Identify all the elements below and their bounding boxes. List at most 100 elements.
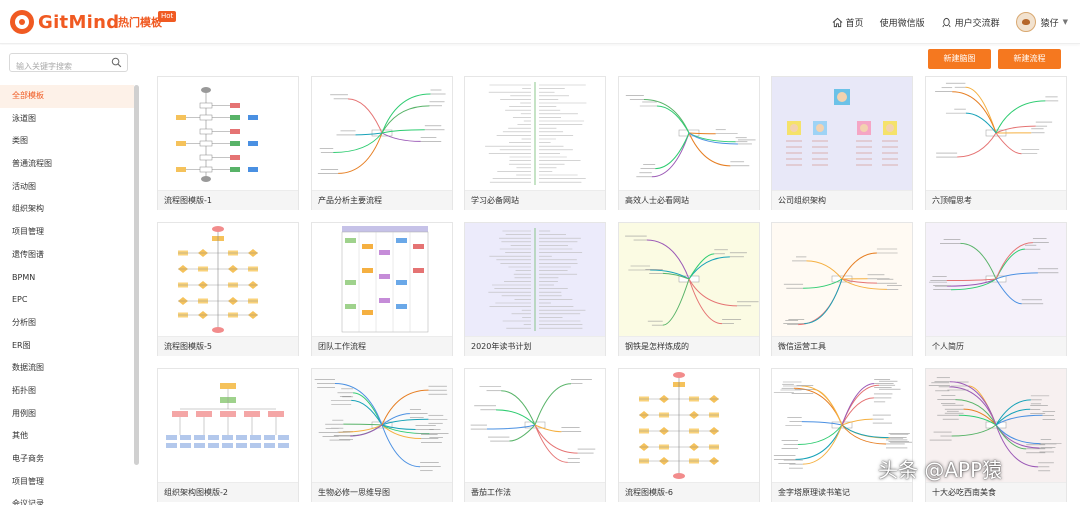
template-thumbnail	[619, 77, 759, 190]
sidebar-category-item[interactable]: EPC	[12, 295, 28, 305]
template-card[interactable]: 钢铁是怎样炼成的	[618, 222, 760, 356]
template-preview-diagram	[312, 369, 452, 482]
template-title: 流程图模版-6	[619, 482, 759, 502]
template-thumbnail	[312, 369, 452, 482]
template-title: 六顶帽思考	[926, 190, 1066, 210]
template-preview-diagram	[465, 77, 605, 190]
sidebar-category-item[interactable]: ER图	[12, 340, 31, 350]
template-preview-diagram	[926, 369, 1066, 482]
template-preview-diagram	[158, 223, 298, 336]
template-card[interactable]: 组织架构图模版-2	[157, 368, 299, 502]
sidebar-category-item[interactable]: BPMN	[12, 272, 36, 282]
template-card[interactable]: 学习必备网站	[464, 76, 606, 210]
hot-templates-link[interactable]: 热门模板	[118, 16, 162, 29]
template-preview-diagram	[619, 77, 759, 190]
template-preview-diagram	[158, 77, 298, 190]
sidebar-category-item[interactable]: 项目管理	[12, 476, 44, 486]
template-thumbnail	[926, 369, 1066, 482]
sidebar-category-item[interactable]: 类图	[12, 136, 28, 146]
nav-home-label: 首页	[845, 18, 864, 29]
template-card[interactable]: 生物必修一思维导图	[311, 368, 453, 502]
template-preview-diagram	[465, 369, 605, 482]
template-title: 高效人士必看网站	[619, 190, 759, 210]
template-card[interactable]: 流程图模版-6	[618, 368, 760, 502]
sidebar: 全部模板泳道图类图普通流程图活动图组织架构项目管理遗传图谱BPMNEPC分析图E…	[0, 45, 140, 505]
sidebar-scrollbar[interactable]	[134, 85, 139, 465]
chevron-down-icon: ▼	[1062, 18, 1068, 26]
template-preview-diagram	[312, 77, 452, 190]
template-title: 组织架构图模版-2	[158, 482, 298, 502]
sidebar-category-item[interactable]: 普通流程图	[12, 159, 52, 169]
search-box	[9, 53, 128, 75]
sidebar-category-item[interactable]: 数据流图	[12, 363, 44, 373]
sidebar-category-item[interactable]: 活动图	[12, 181, 36, 191]
hot-badge: Hot	[158, 11, 177, 22]
template-card[interactable]: 番茄工作法	[464, 368, 606, 502]
template-title: 钢铁是怎样炼成的	[619, 336, 759, 356]
gitmind-logo[interactable]: GitMind	[10, 9, 119, 35]
sidebar-category-item[interactable]: 用例图	[12, 408, 36, 418]
new-flowchart-button[interactable]: 新建流程图	[998, 49, 1061, 83]
gitmind-logo-icon	[10, 10, 34, 34]
template-preview-diagram	[926, 223, 1066, 336]
nav-home[interactable]: 首页	[832, 16, 864, 29]
username: 猿仔	[1040, 18, 1059, 29]
template-card[interactable]: 团队工作流程	[311, 222, 453, 356]
template-thumbnail	[158, 77, 298, 190]
template-thumbnail	[158, 223, 298, 336]
template-preview-diagram	[619, 369, 759, 482]
template-card[interactable]: 个人简历	[925, 222, 1067, 356]
home-icon	[832, 17, 842, 27]
template-thumbnail	[465, 369, 605, 482]
template-preview-diagram	[772, 223, 912, 336]
sidebar-category-item[interactable]: 电子商务	[12, 454, 44, 463]
template-title: 番茄工作法	[465, 482, 605, 502]
template-card[interactable]: 十大必吃西南美食	[925, 368, 1067, 502]
template-title: 生物必修一思维导图	[312, 482, 452, 502]
sidebar-category-item[interactable]: 项目管理	[12, 227, 44, 237]
search-input[interactable]	[10, 58, 106, 75]
nav-group[interactable]: 用户交流群	[941, 16, 1000, 29]
template-card[interactable]: 六顶帽思考	[925, 76, 1067, 210]
template-title: 产品分析主要流程	[312, 190, 452, 210]
template-thumbnail	[619, 369, 759, 482]
sidebar-category-item[interactable]: 拓扑图	[12, 385, 36, 395]
nav-wechat-label: 使用微信版	[879, 18, 925, 29]
template-thumbnail	[772, 369, 912, 482]
sidebar-category-item[interactable]: 会议记录	[12, 499, 44, 505]
template-card[interactable]: 2020年读书计划	[464, 222, 606, 356]
template-title: 公司组织架构	[772, 190, 912, 210]
template-card[interactable]: 金字塔原理读书笔记	[771, 368, 913, 502]
search-icon[interactable]	[111, 57, 122, 68]
template-preview-diagram	[772, 77, 912, 190]
template-card[interactable]: 流程图模版-1	[157, 76, 299, 210]
template-card[interactable]: 微信运营工具	[771, 222, 913, 356]
logo-text: GitMind	[38, 11, 120, 33]
template-thumbnail	[926, 77, 1066, 190]
template-preview-diagram	[465, 223, 605, 336]
sidebar-category-item[interactable]: 全部模板	[0, 85, 134, 108]
sidebar-category-item[interactable]: 组织架构	[12, 204, 44, 214]
avatar	[1015, 12, 1036, 32]
template-card[interactable]: 高效人士必看网站	[618, 76, 760, 210]
nav-wechat[interactable]: 使用微信版	[880, 16, 925, 29]
new-mindmap-button[interactable]: 新建脑图	[928, 49, 991, 69]
top-header: GitMind 热门模板 Hot 首页 使用微信版 用户交流群 猿仔 ▼	[0, 0, 1080, 44]
sidebar-category-item[interactable]: 泳道图	[12, 113, 36, 123]
user-menu[interactable]: 猿仔 ▼	[1015, 12, 1068, 32]
template-title: 微信运营工具	[772, 336, 912, 356]
top-nav: 首页 使用微信版 用户交流群 猿仔 ▼	[816, 0, 1068, 44]
sidebar-category-item[interactable]: 分析图	[12, 317, 36, 327]
template-thumbnail	[926, 223, 1066, 336]
sidebar-category-item[interactable]: 遗传图谱	[12, 249, 44, 259]
template-title: 个人简历	[926, 336, 1066, 356]
template-preview-diagram	[158, 369, 298, 482]
sidebar-category-item[interactable]: 其他	[12, 431, 28, 441]
template-card[interactable]: 公司组织架构	[771, 76, 913, 210]
template-card[interactable]: 流程图模版-5	[157, 222, 299, 356]
template-title: 流程图模版-1	[158, 190, 298, 210]
template-card[interactable]: 产品分析主要流程	[311, 76, 453, 210]
template-thumbnail	[312, 77, 452, 190]
template-preview-diagram	[312, 223, 452, 336]
